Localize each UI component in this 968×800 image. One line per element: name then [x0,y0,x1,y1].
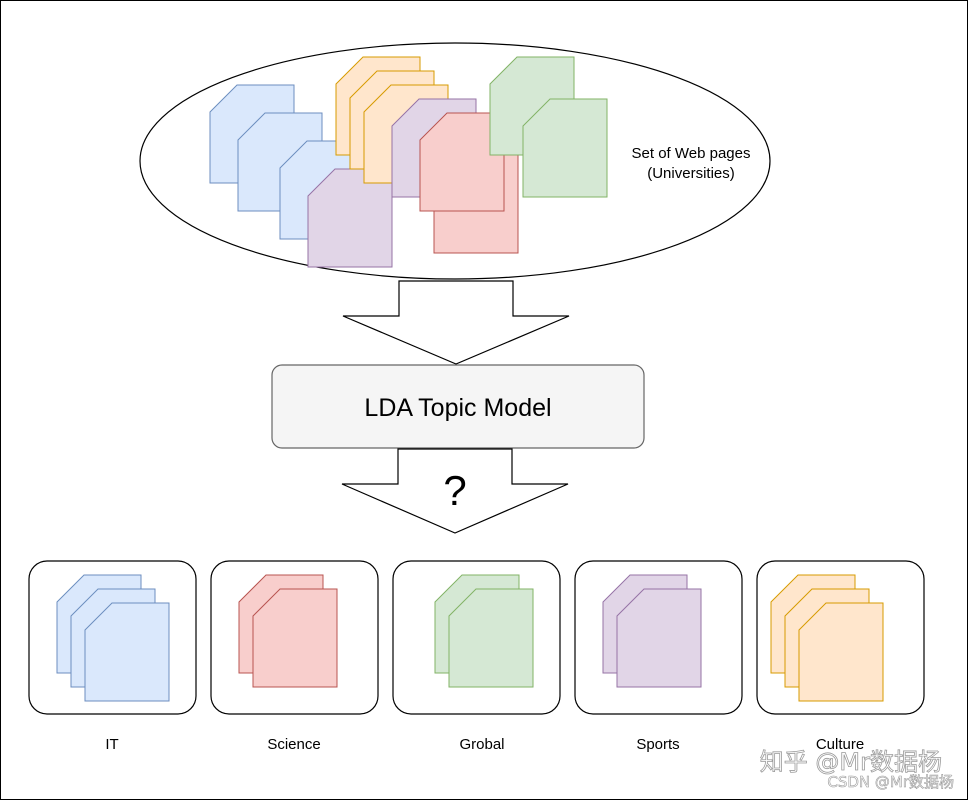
page-purple [307,168,393,268]
lda-model-box: LDA Topic Model [271,364,645,449]
topic-label: Sports [636,736,679,753]
web-pages-label-line2: (Universities) [647,165,735,182]
arrow-down-top [342,280,570,365]
topic-grobal: Grobal [392,560,561,753]
topic-label: IT [105,736,118,753]
topic-label: Grobal [459,736,504,753]
topic-label: Culture [816,736,864,753]
page-green [522,98,608,198]
question-mark: ? [443,467,466,514]
topic-it: IT [28,560,197,753]
topic-culture: Culture [756,560,925,753]
lda-model-label: LDA Topic Model [364,394,551,422]
topic-page [798,602,884,702]
topic-page [252,588,338,688]
topic-page [84,602,170,702]
topic-page [448,588,534,688]
topic-sports: Sports [574,560,743,753]
topic-page [616,588,702,688]
web-pages-set: Set of Web pages (Universities) [139,42,771,280]
watermark-zhihu: 知乎 @Mr数据杨 [760,748,942,776]
lda-model-rect [271,364,645,449]
web-pages-label-line1: Set of Web pages [632,145,751,162]
watermark-csdn: CSDN @Mr数据杨 [827,773,954,791]
arrow-down-bottom [341,448,569,534]
topic-label: Science [267,736,320,753]
topic-science: Science [210,560,379,753]
